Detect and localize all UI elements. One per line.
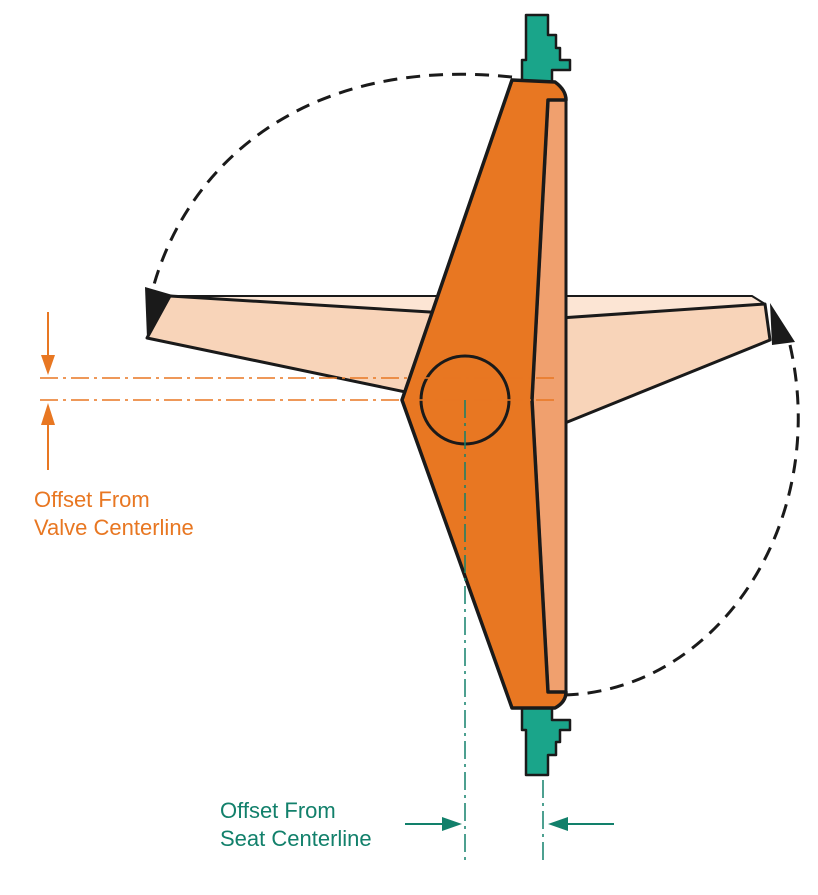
seat-offset-label-line2: Seat Centerline bbox=[220, 826, 372, 851]
valve-offset-arrowhead-top bbox=[41, 355, 55, 375]
seat-offset-label-line1: Offset From bbox=[220, 798, 336, 823]
seat-offset-arrowhead-left bbox=[442, 817, 462, 831]
seat-profile-top bbox=[520, 13, 572, 88]
valve-offset-label: Offset From Valve Centerline bbox=[34, 486, 194, 542]
seat-offset-arrowhead-right bbox=[548, 817, 568, 831]
seat-offset-label: Offset From Seat Centerline bbox=[220, 797, 372, 853]
valve-offset-label-line2: Valve Centerline bbox=[34, 515, 194, 540]
rotation-arrowhead-lower bbox=[770, 303, 795, 345]
rotation-arc-lower bbox=[564, 344, 800, 697]
rotation-arc-upper bbox=[148, 72, 513, 301]
valve-offset-label-line1: Offset From bbox=[34, 487, 150, 512]
seat-profile-bottom bbox=[520, 702, 572, 777]
valve-offset-arrowhead-bottom bbox=[41, 403, 55, 425]
